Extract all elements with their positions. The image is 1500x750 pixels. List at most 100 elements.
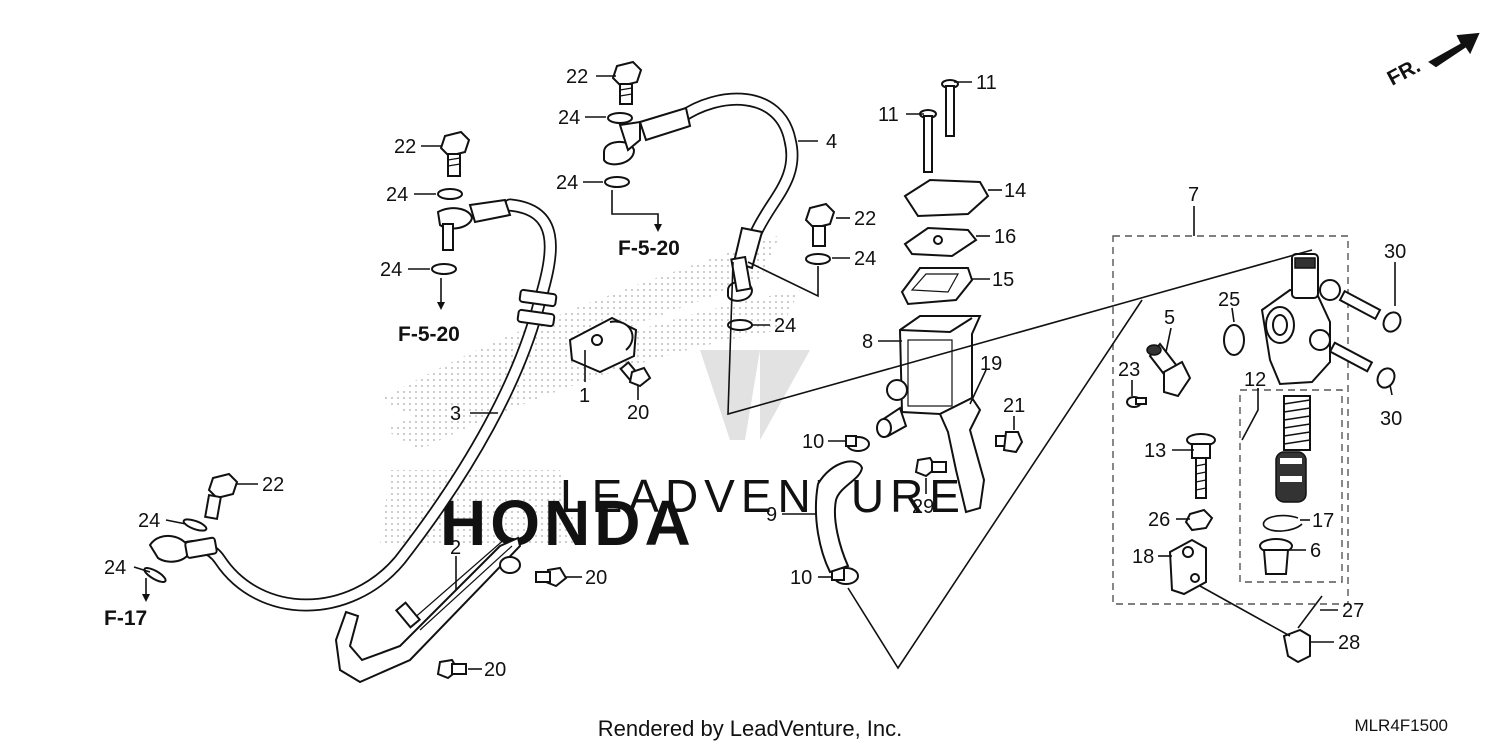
reservoir-8 bbox=[876, 315, 982, 438]
watermark-text: LEADVENTURE bbox=[560, 470, 966, 522]
callout-24: 24 bbox=[854, 248, 876, 270]
callout-18: 18 bbox=[1132, 546, 1154, 568]
cotter-pin-27 bbox=[1297, 595, 1323, 629]
flange-bolt-icon bbox=[995, 431, 1024, 454]
banjo-bolt-icon bbox=[804, 202, 836, 247]
banjo-bolt-group bbox=[143, 60, 836, 583]
flange-bolt-icon bbox=[436, 658, 467, 680]
footer-credit: Rendered by LeadVenture, Inc. bbox=[597, 716, 903, 741]
callout-29: 29 bbox=[912, 496, 934, 518]
callout-4: 4 bbox=[826, 131, 837, 153]
callout-3: 3 bbox=[450, 403, 461, 425]
flange-bolt-icon bbox=[914, 456, 947, 478]
callout-10: 10 bbox=[790, 567, 812, 589]
callout-24: 24 bbox=[104, 557, 126, 579]
callout-15: 15 bbox=[992, 269, 1014, 291]
o-ring-25 bbox=[1223, 324, 1245, 356]
callout-14: 14 bbox=[1004, 180, 1026, 202]
circlip-17 bbox=[1262, 514, 1303, 532]
callout-22: 22 bbox=[394, 136, 416, 158]
hose-joint-5 bbox=[1146, 342, 1192, 398]
assembly-7-outline bbox=[1112, 235, 1349, 605]
washer-icon bbox=[604, 176, 630, 188]
callout-21: 21 bbox=[1003, 395, 1025, 417]
callout-30: 30 bbox=[1380, 408, 1402, 430]
callout-24: 24 bbox=[386, 184, 408, 206]
reference-f-17: F-17 bbox=[104, 607, 147, 630]
hose-clip-icon bbox=[831, 567, 859, 585]
reservoir-bracket-19 bbox=[938, 396, 986, 514]
washer-icon bbox=[437, 188, 463, 200]
callout-24: 24 bbox=[774, 315, 796, 337]
callout-5: 5 bbox=[1164, 307, 1175, 329]
reservoir-cap-14 bbox=[903, 178, 990, 218]
callout-23: 23 bbox=[1118, 359, 1140, 381]
callout-labels: 22 24 24 4 22 24 24 22 24 24 1 20 3 22 2… bbox=[104, 66, 1406, 681]
leader-lines bbox=[133, 75, 1396, 670]
callout-12: 12 bbox=[1244, 369, 1266, 391]
callout-8: 8 bbox=[862, 331, 873, 353]
callout-2: 2 bbox=[450, 537, 461, 559]
clevis-18 bbox=[1168, 538, 1207, 596]
reference-labels: F-5-20 F-5-20 F-17 bbox=[104, 237, 680, 630]
banjo-bolt-icon bbox=[611, 60, 643, 105]
washer-icon bbox=[607, 112, 633, 124]
callout-22: 22 bbox=[262, 474, 284, 496]
nut-26 bbox=[1184, 508, 1214, 532]
callout-26: 26 bbox=[1148, 509, 1170, 531]
callout-25: 25 bbox=[1218, 289, 1240, 311]
callout-7: 7 bbox=[1188, 184, 1199, 206]
brake-hose-4 bbox=[603, 92, 799, 302]
callout-20: 20 bbox=[585, 567, 607, 589]
hose-clamp-1 bbox=[568, 316, 638, 374]
hose-clip-icon bbox=[845, 435, 870, 452]
callout-20: 20 bbox=[627, 402, 649, 424]
callout-17: 17 bbox=[1312, 510, 1334, 532]
reference-f-5-20: F-5-20 bbox=[618, 237, 680, 260]
spring-icon bbox=[1283, 395, 1311, 451]
joint-pin-28 bbox=[1282, 628, 1311, 664]
washer-icon bbox=[182, 518, 208, 532]
screw-11-icon bbox=[941, 79, 959, 137]
flange-bolt-icon bbox=[535, 566, 568, 588]
banjo-bolt-icon bbox=[204, 472, 239, 521]
callout-20: 20 bbox=[484, 659, 506, 681]
callout-22: 22 bbox=[566, 66, 588, 88]
piston-icon bbox=[1275, 451, 1307, 503]
diagram-code: MLR4F1500 bbox=[1354, 716, 1448, 735]
push-rod-13 bbox=[1186, 433, 1216, 499]
callout-16: 16 bbox=[994, 226, 1016, 248]
boot-6 bbox=[1259, 538, 1293, 575]
watermark-brand: HONDA bbox=[440, 487, 695, 559]
front-label: FR. bbox=[1384, 54, 1425, 90]
callout-19: 19 bbox=[980, 353, 1002, 375]
callout-24: 24 bbox=[558, 107, 580, 129]
callout-22: 22 bbox=[854, 208, 876, 230]
socket-bolt-30-icon bbox=[1338, 289, 1402, 333]
callout-11: 11 bbox=[976, 72, 997, 94]
diaphragm-15 bbox=[900, 267, 974, 306]
master-cylinder-body bbox=[1260, 253, 1341, 386]
callout-9: 9 bbox=[766, 504, 777, 526]
socket-bolt-30-icon bbox=[1328, 341, 1396, 389]
callout-6: 6 bbox=[1310, 540, 1321, 562]
callout-28: 28 bbox=[1338, 632, 1360, 654]
reservoir-hose-9 bbox=[814, 460, 864, 574]
callout-27: 27 bbox=[1342, 600, 1364, 622]
front-direction-arrow: FR. bbox=[1384, 32, 1480, 90]
flange-bolt-icon bbox=[619, 361, 652, 388]
callout-24: 24 bbox=[138, 510, 160, 532]
callout-24: 24 bbox=[556, 172, 578, 194]
subassy-12-outline bbox=[1239, 389, 1343, 583]
callout-30: 30 bbox=[1384, 241, 1406, 263]
callout-24: 24 bbox=[380, 259, 402, 281]
screw-23-icon bbox=[1126, 396, 1147, 408]
callout-11: 11 bbox=[878, 104, 899, 126]
watermark: HONDA LEADVENTURE bbox=[380, 235, 966, 559]
washer-icon bbox=[431, 263, 457, 275]
banjo-bolt-icon bbox=[439, 130, 471, 177]
reference-f-5-20: F-5-20 bbox=[398, 323, 460, 346]
hose-guard-2 bbox=[334, 536, 522, 684]
callout-10: 10 bbox=[802, 431, 824, 453]
